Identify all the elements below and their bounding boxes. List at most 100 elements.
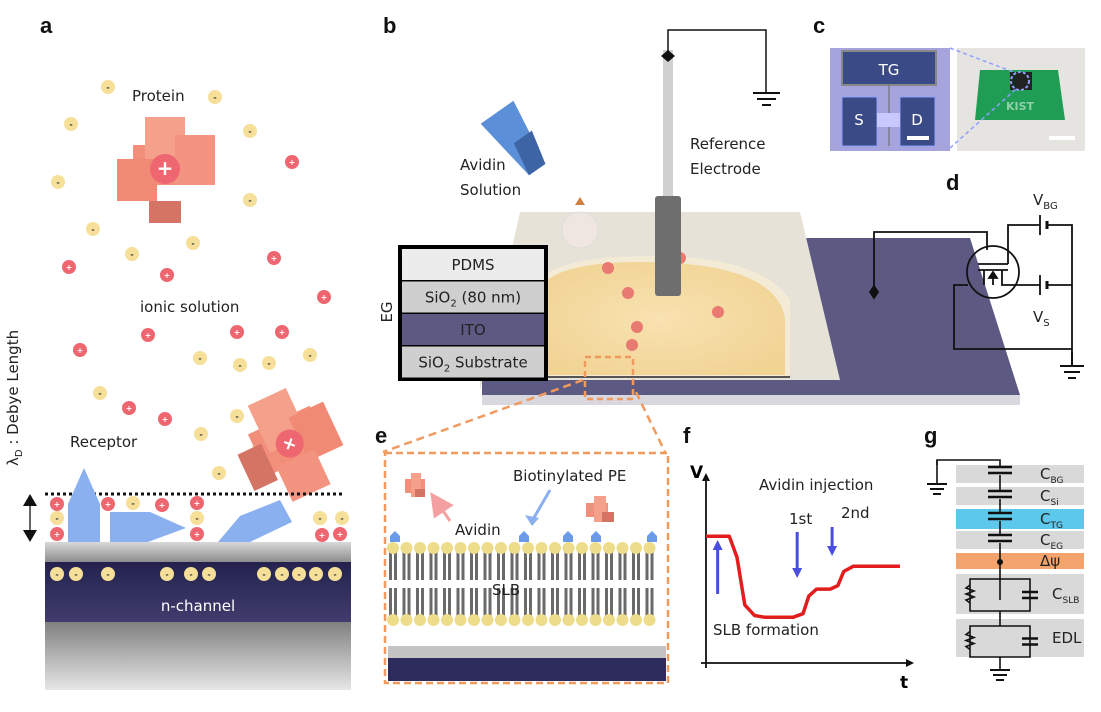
negative-ion-icon: - (335, 511, 349, 525)
svg-text:+: + (321, 293, 328, 302)
surface-ions: +-++-++-+--++ (50, 496, 349, 542)
panel-f-label: f (683, 423, 691, 448)
svg-text:-: - (340, 514, 343, 523)
lipid-head-icon (589, 542, 602, 554)
positive-ion-icon: + (50, 527, 64, 541)
svg-text:-: - (130, 250, 133, 259)
lipid-head-icon (616, 542, 629, 554)
negative-ion-icon: - (125, 247, 139, 261)
circuit-row (956, 531, 1084, 549)
svg-text:-: - (213, 93, 216, 102)
svg-text:+: + (234, 328, 241, 337)
avidin-molecule (586, 496, 614, 522)
positive-ion-icon: + (317, 290, 331, 304)
positive-ion-icon: + (190, 527, 204, 541)
panel-d-label: d (946, 170, 959, 195)
svg-text:-: - (106, 83, 109, 92)
negative-ion-icon: - (101, 80, 115, 94)
negative-ion-icon: - (233, 358, 247, 372)
lipid-head-icon (481, 614, 494, 626)
receptor-label: Receptor (70, 433, 138, 451)
negative-ion-icon: - (303, 348, 317, 362)
negative-ion-icon: - (243, 193, 257, 207)
negative-ion-icon: - (93, 386, 107, 400)
series-line (706, 534, 900, 619)
lipid-head-icon (427, 614, 440, 626)
lipid-head-icon (535, 542, 548, 554)
circuit-row (956, 553, 1084, 569)
ionic-solution-well (535, 262, 785, 375)
negative-ion-icon: - (50, 567, 64, 581)
avidin-molecule (631, 321, 643, 333)
lipid-head-icon (414, 542, 426, 554)
svg-text:+: + (105, 500, 112, 509)
negative-ion-icon: - (101, 567, 115, 581)
positive-ion-icon: + (267, 251, 281, 265)
ground-icon (1060, 352, 1084, 379)
reference-label-2: Electrode (690, 160, 761, 178)
svg-text:+: + (54, 530, 61, 539)
svg-text:+: + (271, 254, 278, 263)
y-axis-label: V (690, 463, 704, 483)
negative-ion-icon: - (275, 567, 289, 581)
lipid-head-icon (468, 614, 480, 626)
lipid-head-icon (562, 542, 575, 554)
svg-text:-: - (195, 514, 198, 523)
voltage-time-chart: Vt (690, 463, 914, 693)
svg-text:+: + (194, 499, 201, 508)
negative-ion-icon: - (184, 567, 198, 581)
lipid-head-icon (441, 542, 453, 554)
svg-text:-: - (248, 127, 251, 136)
svg-text:+: + (279, 432, 300, 457)
svg-text:-: - (131, 499, 134, 508)
svg-text:+: + (194, 530, 201, 539)
layer-label: SiO2 (80 nm) (425, 289, 521, 310)
negative-ion-icon: - (292, 567, 306, 581)
lipid-bilayer (387, 531, 657, 626)
lipid-head-icon (495, 542, 507, 554)
reference-label-1: Reference (690, 135, 766, 153)
svg-text:-: - (314, 570, 317, 579)
panel-c: c TG S D KIST (813, 13, 1085, 151)
avidin-molecule (602, 262, 614, 274)
svg-text:D: D (911, 111, 923, 129)
negative-ion-icon: - (328, 567, 342, 581)
svg-text:+: + (289, 158, 296, 167)
svg-text:-: - (199, 430, 202, 439)
layer-1 (402, 281, 544, 313)
annotation-arrow-icon (712, 540, 723, 594)
ionic-solution-label: ionic solution (140, 298, 239, 316)
panel-e-label: e (375, 423, 387, 448)
negative-ion-icon: - (86, 222, 100, 236)
lipid-head-icon (576, 542, 588, 554)
avidin-molecule (405, 473, 425, 497)
positive-charge-icon (150, 154, 180, 184)
slb-label: SLB (492, 581, 520, 599)
gate-oxide-layer (45, 542, 351, 562)
layer-label: SiO2 Substrate (418, 354, 527, 375)
panel-a-label: a (40, 13, 53, 38)
negative-ion-icon: - (243, 124, 257, 138)
svg-text:+: + (337, 530, 344, 539)
lipid-head-icon (495, 614, 507, 626)
lipid-head-icon (603, 542, 615, 554)
circuit-row-label: EDL (1052, 629, 1082, 647)
negative-ion-icon: - (194, 427, 208, 441)
svg-text:-: - (318, 514, 321, 523)
svg-text:-: - (207, 570, 210, 579)
svg-text:+: + (54, 500, 61, 509)
layer-label: PDMS (451, 256, 494, 274)
x-axis-label: t (900, 673, 908, 693)
svg-text:-: - (56, 178, 59, 187)
positive-ion-icon: + (101, 497, 115, 511)
channel-electrons: ----------- (50, 567, 342, 581)
positive-ion-icon: + (62, 260, 76, 274)
lipid-head-icon (454, 614, 467, 626)
svg-text:-: - (333, 570, 336, 579)
svg-text:-: - (91, 225, 94, 234)
layer-3 (402, 346, 544, 378)
positive-ion-icon: + (333, 527, 347, 541)
lipid-head-icon (562, 614, 575, 626)
negative-ion-icon: - (50, 511, 64, 525)
